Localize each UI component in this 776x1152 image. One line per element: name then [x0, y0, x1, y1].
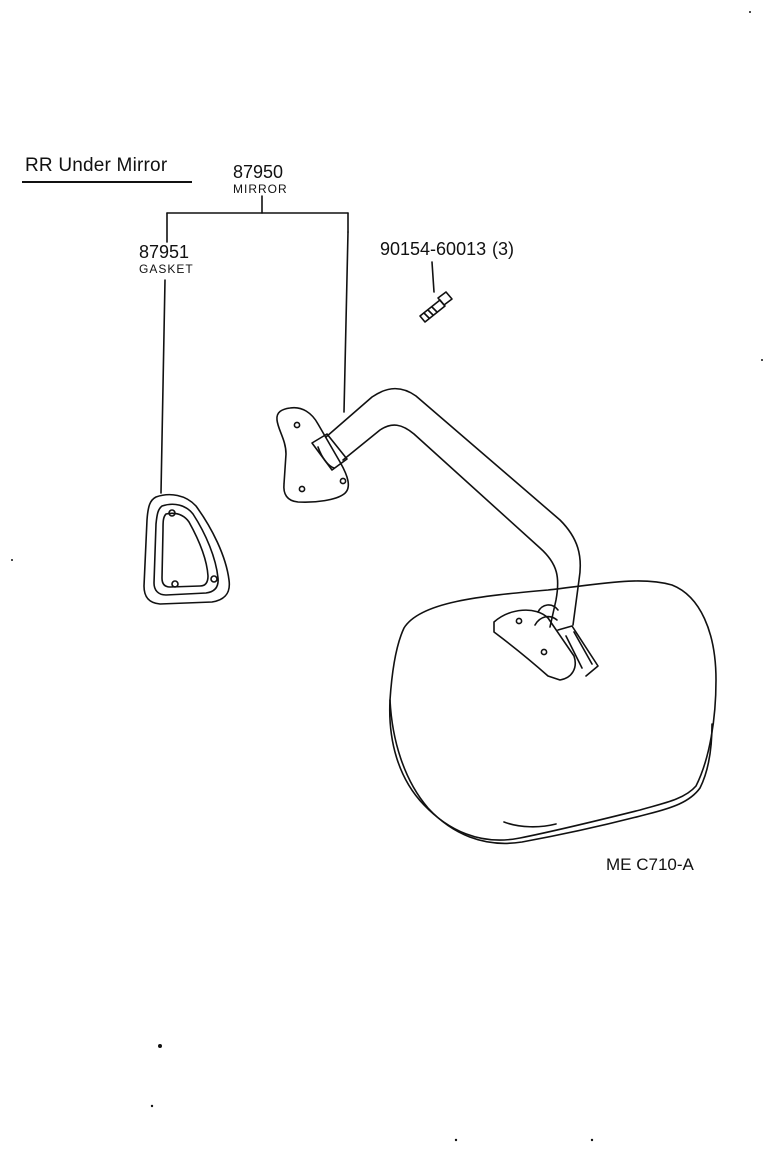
mirror-stay-icon: [325, 387, 582, 628]
mirror-part-name: MIRROR: [233, 182, 288, 196]
gasket-part-number: 87951: [139, 242, 190, 262]
mirror-head-icon: [388, 580, 717, 845]
screw-quantity: (3): [492, 239, 514, 259]
diagram-title: RR Under Mirror: [25, 155, 168, 176]
title-underline: [22, 181, 192, 183]
scan-specks: [11, 11, 763, 1142]
diagram-code: ME C710-A: [606, 855, 694, 874]
mirror-bracket-icon: [276, 406, 350, 503]
mirror-part-number: 87950: [233, 162, 284, 182]
gasket-icon: [143, 493, 231, 605]
gasket-part-name: GASKET: [139, 262, 194, 276]
leader-lines: [160, 195, 435, 494]
screw-part-number: 90154-60013: [380, 239, 487, 259]
screw-icon: [419, 291, 453, 323]
